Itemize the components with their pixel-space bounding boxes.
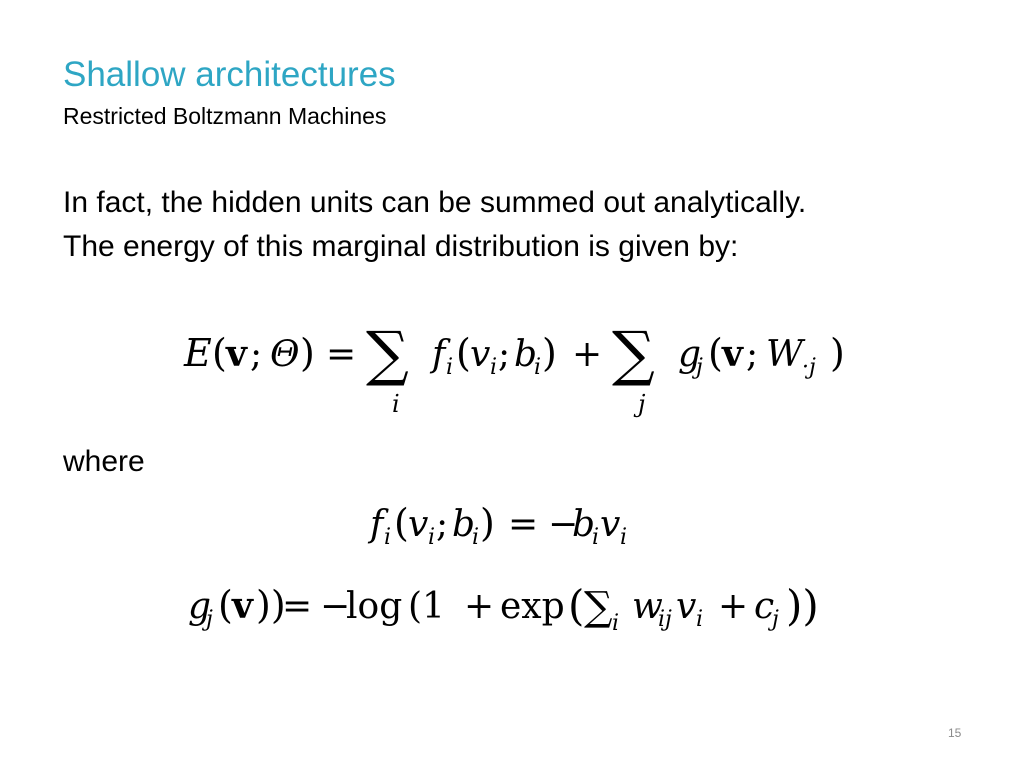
fdef-v: v: [408, 504, 428, 545]
gdef-plus-2: +: [718, 586, 748, 627]
gdef-c: c: [754, 586, 774, 627]
energy-g-W-sub: ·j: [802, 355, 816, 380]
energy-v: v: [225, 333, 248, 375]
body-line-1: In fact, the hidden units can be summed …: [63, 186, 807, 219]
gdef-w: w: [632, 586, 663, 627]
energy-f-v: v: [470, 334, 490, 375]
gdef-log: log: [346, 586, 402, 627]
gdef-v: v: [231, 585, 254, 627]
fdef-b-sub: i: [472, 525, 479, 550]
fdef-close: ): [480, 501, 495, 545]
fdef-rhs-v: v: [600, 504, 620, 545]
fdef-rhs-b-sub: i: [592, 525, 599, 550]
fdef-equals: =: [508, 504, 538, 545]
energy-f-close: ): [542, 331, 557, 375]
energy-f-v-sub: i: [490, 355, 497, 380]
energy-f-open: (: [456, 331, 471, 375]
gdef-plus-1: +: [464, 586, 494, 627]
energy-equation: E ( v ; Θ ) = ∑ i f i ( v i ; b i ) + ∑ …: [180, 312, 860, 422]
gdef-exp-open: (: [568, 581, 584, 630]
fdef-minus: −: [548, 504, 578, 545]
energy-g-sep: ;: [746, 334, 758, 375]
page-number: 15: [948, 726, 962, 740]
energy-sum-1-index: i: [392, 390, 400, 418]
f-definition-equation: f i ( v i ; b i ) = − b i v i: [367, 500, 668, 550]
fdef-b: b: [452, 504, 475, 545]
slide-title: Shallow architectures: [63, 55, 396, 94]
fdef-rhs-b: b: [572, 504, 595, 545]
fdef-rhs-v-sub: i: [620, 525, 627, 550]
energy-lhs-sep: ;: [250, 334, 262, 375]
gdef-w-sub: ij: [658, 607, 672, 632]
gdef-exp: exp: [500, 586, 565, 627]
g-definition-equation: g j ( v )) = − log (1 + exp ( ∑ i w ij v…: [186, 580, 846, 636]
where-label: where: [63, 445, 145, 478]
energy-sum-1: ∑: [366, 319, 409, 389]
energy-g-W: W: [766, 334, 806, 375]
gdef-g: g: [188, 586, 211, 627]
gdef-v2: v: [676, 586, 696, 627]
energy-g-v: v: [721, 333, 744, 375]
gdef-sum: ∑: [584, 584, 613, 630]
gdef-open: (: [218, 583, 233, 627]
energy-g-open: (: [708, 331, 723, 375]
fdef-f-sub: i: [384, 525, 391, 550]
energy-theta: Θ: [270, 334, 300, 375]
gdef-equals: =: [282, 586, 312, 627]
energy-g-close: ): [830, 331, 845, 375]
energy-E: E: [183, 331, 212, 375]
body-line-2: The energy of this marginal distribution…: [63, 230, 739, 263]
body-text: In fact, the hidden units can be summed …: [63, 181, 806, 269]
energy-sum-2: ∑: [612, 319, 655, 389]
energy-equals: =: [326, 334, 356, 375]
energy-f-sep: ;: [498, 334, 510, 375]
energy-lhs-close: ): [300, 331, 315, 375]
fdef-open: (: [394, 501, 409, 545]
energy-plus: +: [572, 334, 602, 375]
gdef-v2-sub: i: [696, 607, 703, 632]
gdef-sum-sub: i: [612, 611, 619, 636]
slide-subtitle: Restricted Boltzmann Machines: [63, 103, 387, 129]
energy-g: g: [678, 334, 701, 375]
gdef-close: )): [786, 581, 819, 630]
energy-f-b: b: [514, 334, 537, 375]
fdef-v-sub: i: [428, 525, 435, 550]
energy-sum-2-index: j: [633, 390, 646, 418]
gdef-minus: −: [320, 586, 350, 627]
gdef-log-open: (1: [408, 586, 445, 627]
energy-f-sub: i: [446, 355, 453, 380]
energy-f-b-sub: i: [534, 355, 541, 380]
energy-lhs-open: (: [212, 331, 227, 375]
gdef-close: )): [256, 583, 286, 627]
fdef-sep: ;: [436, 504, 448, 545]
